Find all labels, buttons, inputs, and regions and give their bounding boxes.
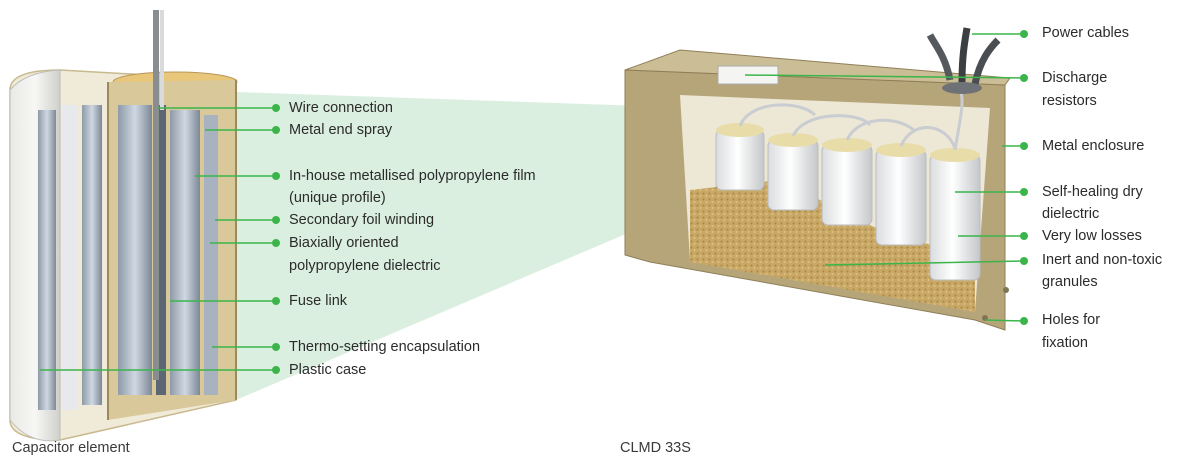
label-secondary-foil: Secondary foil winding — [289, 212, 435, 228]
label-inert-line2: granules — [1042, 274, 1098, 290]
label-metal-enclosure: Metal enclosure — [1042, 138, 1145, 154]
clmd-enclosure-illustration — [624, 27, 1011, 331]
label-film-line2: (unique profile) — [289, 190, 386, 206]
label-discharge-line2: resistors — [1042, 93, 1097, 109]
label-biax-line1: Biaxially oriented — [289, 235, 399, 251]
left-leader-lines — [40, 107, 276, 371]
capacitor-element-illustration — [9, 10, 238, 442]
label-self-healing-line1: Self-healing dry — [1042, 184, 1143, 200]
label-fuse-link: Fuse link — [289, 293, 348, 309]
label-inert-line1: Inert and non-toxic — [1042, 252, 1163, 268]
left-leader-dots — [272, 104, 280, 374]
label-holes-line2: fixation — [1042, 335, 1088, 351]
power-cables — [926, 27, 1001, 94]
label-self-healing-line2: dielectric — [1042, 206, 1100, 222]
right-leader-dots — [1020, 30, 1028, 325]
label-holes-line1: Holes for — [1042, 312, 1101, 328]
caption-clmd-33s: CLMD 33S — [620, 440, 691, 456]
label-thermo: Thermo-setting encapsulation — [289, 339, 481, 355]
label-plastic-case: Plastic case — [289, 362, 367, 378]
caption-capacitor-element: Capacitor element — [12, 440, 130, 456]
capacitor-cans — [715, 123, 981, 281]
label-wire-connection: Wire connection — [289, 100, 393, 116]
label-metal-end-spray: Metal end spray — [289, 122, 393, 138]
label-low-losses: Very low losses — [1042, 228, 1142, 244]
label-power-cables: Power cables — [1042, 25, 1130, 41]
label-film-line1: In-house metallised polypropylene film — [289, 168, 536, 184]
label-discharge-line1: Discharge — [1042, 70, 1108, 86]
label-biax-line2: polypropylene dielectric — [289, 258, 441, 274]
